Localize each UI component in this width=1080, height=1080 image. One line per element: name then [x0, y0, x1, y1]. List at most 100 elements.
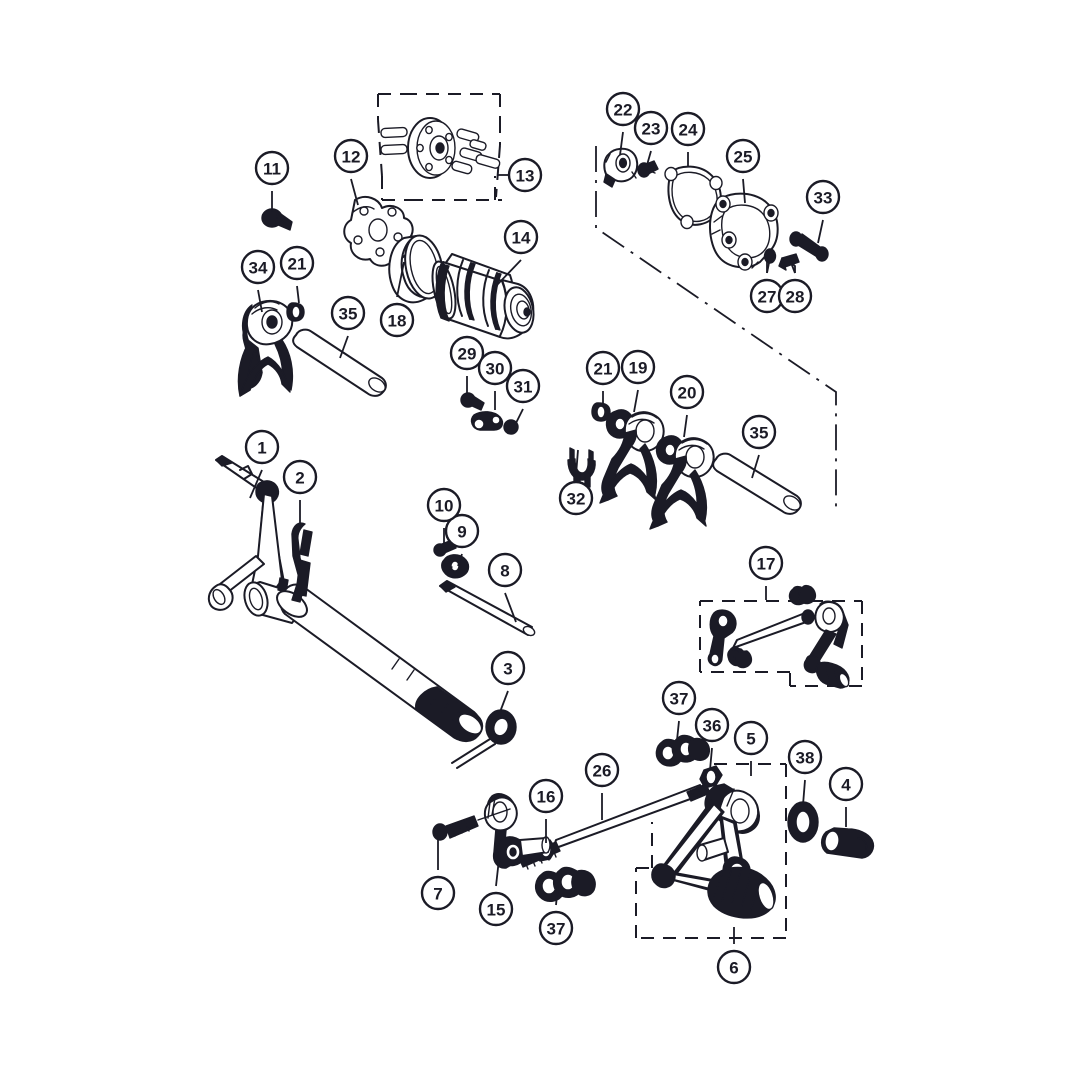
part-33-cover-bolt-long	[789, 231, 829, 262]
callout-cover-gasket[interactable]: 24	[670, 111, 706, 147]
part-17-linkage-kit	[707, 584, 850, 689]
callout-number: 5	[746, 730, 755, 749]
callout-circle	[254, 150, 290, 186]
callout-circle	[661, 680, 697, 716]
callout-shift-rod[interactable]: 8	[487, 552, 523, 588]
part-3-shaft-return-spring	[451, 709, 517, 769]
callout-fork-shaft-left[interactable]: 35	[330, 295, 366, 331]
callout-number: 16	[537, 788, 556, 807]
callout-shift-fork-center[interactable]: 19	[620, 349, 656, 385]
callout-shift-fork-left[interactable]: 34	[240, 249, 276, 285]
callout-number: 12	[342, 148, 361, 167]
cam-hub	[407, 117, 456, 179]
callout-circle	[379, 302, 415, 338]
leader-switch-screw	[646, 150, 652, 166]
part-37-rod-end-joint-lower	[535, 866, 596, 902]
callout-shift-lever-arm[interactable]: 15	[478, 891, 514, 927]
leader-rod-end-joint-upper	[676, 720, 680, 741]
part-21-fork-clip-left	[286, 302, 305, 322]
callout-cover-bolt-long[interactable]: 33	[805, 179, 841, 215]
leader-shift-fork-right	[683, 414, 688, 438]
callout-number: 37	[547, 920, 566, 939]
callout-circle	[748, 545, 784, 581]
callout-number: 10	[435, 497, 454, 516]
callout-number: 9	[457, 523, 466, 542]
leader-shift-fork-left	[257, 289, 263, 313]
callout-cam-pin-kit[interactable]: 13	[507, 157, 543, 193]
leader-shift-cam-star-plate	[350, 178, 359, 206]
part-38-pedal-washer	[787, 801, 819, 843]
callout-shift-cam-star-plate[interactable]: 12	[333, 138, 369, 174]
part-23-switch-screw	[637, 160, 659, 178]
callout-detent-bolt[interactable]: 29	[449, 335, 485, 371]
part-4-pedal-tip-bolt	[820, 827, 875, 859]
callout-rod-end-joint-upper[interactable]: 37	[661, 680, 697, 716]
part-5-gear-change-pedal-assembly	[651, 783, 761, 894]
callout-detent-arm[interactable]: 30	[477, 350, 513, 386]
callout-number: 21	[594, 360, 613, 379]
callout-shift-drum[interactable]: 14	[503, 219, 539, 255]
callout-gearshift-shaft-arm[interactable]: 1	[244, 429, 280, 465]
callout-cover-screw[interactable]: 28	[777, 278, 813, 314]
part-21-fork-clip-right	[591, 402, 611, 422]
part-13-cam-pin-kit	[380, 117, 501, 179]
leader-pedal-washer	[802, 779, 806, 806]
leader-shift-rod	[504, 592, 517, 623]
callout-pinch-bolt[interactable]: 7	[420, 875, 456, 911]
callout-circle	[669, 374, 705, 410]
callout-lock-nut[interactable]: 16	[528, 778, 564, 814]
callout-number: 23	[642, 120, 661, 139]
callout-circle	[490, 650, 526, 686]
callout-circle	[240, 249, 276, 285]
callout-circle	[420, 875, 456, 911]
leader-shift-drum	[496, 259, 522, 286]
callout-shift-fork-right[interactable]: 20	[669, 374, 705, 410]
callout-number: 20	[678, 384, 697, 403]
callout-fork-guide-clip[interactable]: 32	[558, 480, 594, 516]
callout-gear-change-pedal-assembly[interactable]: 5	[733, 720, 769, 756]
callout-circle	[505, 368, 541, 404]
callout-linkage-kit[interactable]: 17	[748, 545, 784, 581]
callout-switch-screw[interactable]: 23	[633, 110, 669, 146]
callout-number: 2	[295, 469, 304, 488]
callout-fork-clip-left[interactable]: 21	[279, 245, 315, 281]
callout-number: 6	[729, 959, 738, 978]
callout-circle	[633, 110, 669, 146]
callout-cam-plate-bolt[interactable]: 11	[254, 150, 290, 186]
callout-washer-small[interactable]: 9	[444, 513, 480, 549]
callout-number: 4	[841, 776, 851, 795]
cam-pins-left	[380, 126, 408, 156]
part-20-shift-fork-right	[649, 435, 715, 530]
callout-number: 11	[263, 160, 281, 179]
callout-adjuster-rod[interactable]: 26	[584, 752, 620, 788]
callout-drum-bearing[interactable]: 18	[379, 302, 415, 338]
callout-return-spring[interactable]: 2	[282, 459, 318, 495]
callout-shaft-return-spring[interactable]: 3	[490, 650, 526, 686]
callout-number: 34	[249, 259, 268, 278]
callout-fork-clip-right[interactable]: 21	[585, 350, 621, 386]
callout-rod-end-joint-lower[interactable]: 37	[538, 910, 574, 946]
callout-number: 35	[339, 305, 358, 324]
callout-shift-drum-cover[interactable]: 25	[725, 138, 761, 174]
callout-neutral-switch-contact[interactable]: 22	[605, 91, 641, 127]
part-7-pinch-bolt	[432, 808, 511, 841]
leader-gearshift-shaft-arm	[249, 469, 263, 499]
callout-circle	[733, 720, 769, 756]
callout-pivot-nut[interactable]: 36	[694, 707, 730, 743]
callout-stopper-pin[interactable]: 10	[426, 487, 462, 523]
leader-fork-clip-left	[296, 285, 300, 304]
callout-fork-shaft-right[interactable]: 35	[741, 414, 777, 450]
leader-cover-screw	[789, 259, 796, 274]
leader-shift-fork-center	[633, 389, 639, 413]
callout-circle	[244, 429, 280, 465]
leader-fork-shaft-left	[339, 335, 349, 359]
callout-number: 29	[458, 345, 477, 364]
callout-pedal-rubber[interactable]: 6	[716, 949, 752, 985]
part-11-cam-plate-bolt	[261, 208, 293, 231]
callout-number: 3	[503, 660, 512, 679]
callout-detent-roller[interactable]: 31	[505, 368, 541, 404]
callout-number: 22	[614, 101, 633, 120]
callout-pedal-washer[interactable]: 38	[787, 739, 823, 775]
callout-pedal-tip-bolt[interactable]: 4	[828, 766, 864, 802]
